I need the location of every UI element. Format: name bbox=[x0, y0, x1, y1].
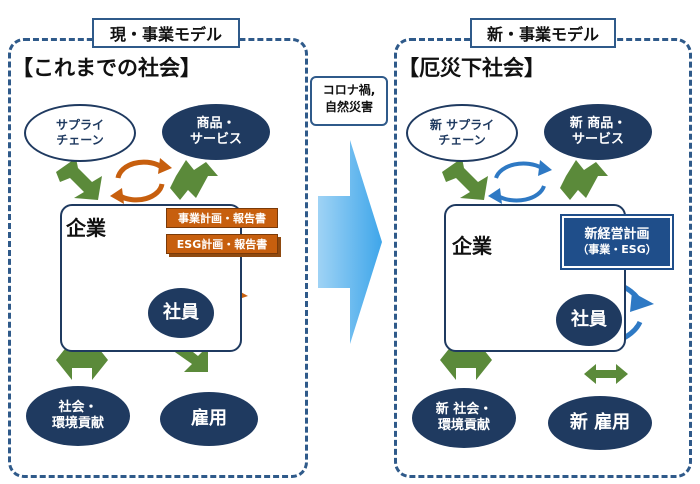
society-line1: 社会・ bbox=[58, 399, 98, 415]
supply-chain-line1: サプライ bbox=[55, 118, 104, 132]
new-society-line1: 新 社会・ bbox=[435, 401, 493, 417]
cause-line2: 自然災害 bbox=[324, 99, 373, 114]
employees-label-right: 社員 bbox=[571, 308, 607, 330]
company-label-right: 企業 bbox=[452, 234, 492, 258]
current-society-heading: 【これまでの社会】 bbox=[12, 56, 201, 80]
employees-node-right: 社員 bbox=[556, 294, 622, 346]
new-plan-line1: 新経営計画 bbox=[584, 226, 650, 242]
new-model-title: 新・事業モデル bbox=[470, 18, 616, 48]
society-line2: 環境貢献 bbox=[51, 416, 104, 431]
new-products-services-node: 新 商品・ サービス bbox=[544, 104, 652, 160]
new-plan-line2: （事業・ESG） bbox=[577, 243, 657, 257]
employees-label-left: 社員 bbox=[163, 301, 199, 323]
new-society-environment-node: 新 社会・ 環境貢献 bbox=[412, 388, 516, 448]
new-products-line1: 新 商品・ bbox=[569, 115, 627, 131]
esg-plan-report-doc: ESG計画・報告書 bbox=[166, 234, 278, 254]
right-top-cycle bbox=[494, 161, 546, 203]
arrow-supply-company-left bbox=[56, 158, 102, 200]
new-society-line2: 環境貢献 bbox=[437, 418, 490, 433]
business-plan-report-doc: 事業計画・報告書 bbox=[166, 208, 278, 228]
new-supply-chain-line2: チェーン bbox=[438, 133, 486, 147]
new-employment-label: 新 雇用 bbox=[569, 411, 631, 433]
employees-node-left: 社員 bbox=[148, 288, 214, 338]
employment-node: 雇用 bbox=[160, 392, 258, 446]
new-employment-node: 新 雇用 bbox=[548, 396, 652, 450]
society-environment-node: 社会・ 環境貢献 bbox=[26, 386, 130, 446]
new-supply-chain-line1: 新 サプライ bbox=[429, 118, 495, 132]
company-label-left: 企業 bbox=[66, 216, 106, 240]
new-products-line2: サービス bbox=[571, 132, 624, 147]
cause-callout: コロナ禍, 自然災害 bbox=[310, 76, 388, 126]
left-top-cycle bbox=[115, 159, 165, 203]
current-model-title: 現・事業モデル bbox=[92, 18, 240, 48]
arrow-products-company-left bbox=[170, 160, 218, 200]
company-box-left bbox=[60, 204, 242, 352]
cause-line1: コロナ禍, bbox=[322, 83, 376, 97]
arrow-supply-company-right bbox=[442, 158, 488, 200]
supply-chain-line2: チェーン bbox=[56, 133, 104, 147]
transition-arrow bbox=[318, 140, 382, 344]
products-line2: サービス bbox=[189, 132, 242, 147]
new-management-plan: 新経営計画 （事業・ESG） bbox=[560, 214, 674, 270]
employment-label: 雇用 bbox=[191, 407, 227, 429]
disaster-society-heading: 【厄災下社会】 bbox=[398, 56, 545, 80]
products-services-node: 商品・ サービス bbox=[162, 104, 270, 160]
new-supply-chain-node: 新 サプライ チェーン bbox=[406, 104, 518, 162]
arrow-employees-employment-right bbox=[584, 364, 628, 384]
supply-chain-node: サプライ チェーン bbox=[24, 104, 136, 162]
arrow-products-company-right bbox=[560, 160, 608, 200]
products-line1: 商品・ bbox=[196, 115, 236, 131]
